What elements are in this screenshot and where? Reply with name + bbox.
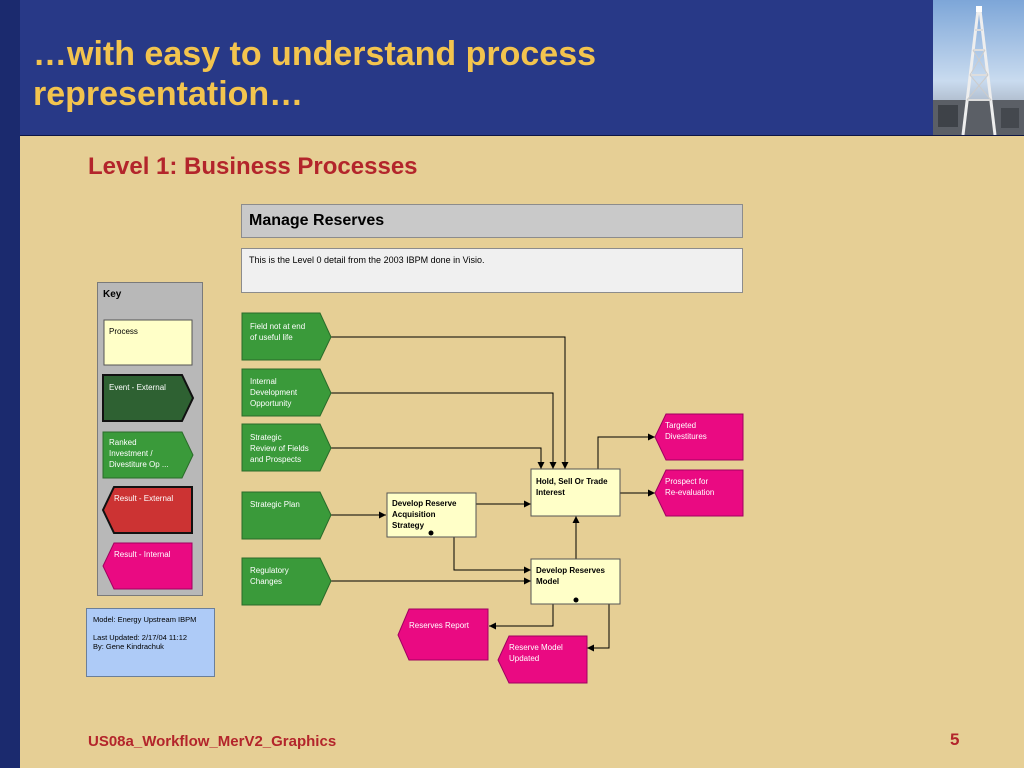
result-reserve-model-updated xyxy=(497,635,588,684)
key-process-shape xyxy=(103,319,193,366)
key-ranked-investment-shape xyxy=(102,431,194,479)
model-last-updated: Last Updated: 2/17/04 11:12 xyxy=(93,633,188,642)
key-process-label: Process xyxy=(109,327,138,336)
key-result-internal-label: Result - Internal xyxy=(114,550,171,559)
result-targeted-divestitures xyxy=(654,413,744,461)
process-develop-reserves-model xyxy=(530,558,621,605)
process-develop-reserve-acquisition xyxy=(386,492,477,538)
event-strategic-plan-label: Strategic Plan xyxy=(250,500,300,509)
event-field-not-at-end-label: Field not at end of useful life xyxy=(250,322,307,342)
process-hold-sell-trade xyxy=(530,468,621,517)
event-strategic-review xyxy=(241,423,332,472)
diagram-description: This is the Level 0 detail from the 2003… xyxy=(249,255,485,265)
event-strategic-review-label: Strategic Review of Fields and Prospects xyxy=(250,433,311,464)
key-result-external-label: Result - External xyxy=(114,494,173,503)
result-prospect-reevaluation-label: Prospect for Re-evaluation xyxy=(665,477,714,497)
key-title: Key xyxy=(103,289,122,300)
process-develop-reserve-acquisition-label: Develop Reserve Acquisition Strategy xyxy=(392,499,459,530)
key-ranked-investment-label: Ranked Investment / Divestiture Op ... xyxy=(109,438,169,469)
result-reserves-report-label: Reserves Report xyxy=(409,621,470,630)
section-subtitle: Level 1: Business Processes xyxy=(88,153,418,180)
drilling-rig-photo xyxy=(933,0,1024,135)
key-result-internal-shape xyxy=(102,542,193,590)
page-number: 5 xyxy=(950,730,960,749)
event-strategic-plan xyxy=(241,491,332,540)
model-info-box: Model: Energy Upstream IBPM Last Updated… xyxy=(86,608,215,677)
key-event-external-label: Event - External xyxy=(109,383,166,392)
result-prospect-reevaluation xyxy=(654,469,744,517)
diagram-description-box: This is the Level 0 detail from the 2003… xyxy=(241,248,743,293)
event-regulatory-changes xyxy=(241,557,332,606)
diagram-title: Manage Reserves xyxy=(249,212,385,229)
slide-title: …with easy to understand process represe… xyxy=(33,35,597,113)
model-author: By: Gene Kindrachuk xyxy=(93,642,164,651)
event-regulatory-changes-label: Regulatory Changes xyxy=(250,566,291,586)
event-internal-development-label: Internal Development Opportunity xyxy=(250,377,299,408)
process-hold-sell-trade-label: Hold, Sell Or Trade Interest xyxy=(536,477,610,497)
footer-filename: US08a_Workflow_MerV2_Graphics xyxy=(88,733,337,750)
diagram-title-box: Manage Reserves xyxy=(241,204,743,238)
left-accent-bar xyxy=(0,0,20,768)
event-field-not-at-end xyxy=(241,312,332,361)
event-internal-development xyxy=(241,368,332,417)
key-event-external-shape xyxy=(102,374,195,422)
result-reserve-model-updated-label: Reserve Model Updated xyxy=(509,643,565,663)
slide-header xyxy=(20,0,1024,136)
model-name: Model: Energy Upstream IBPM xyxy=(93,615,197,624)
process-develop-reserves-model-label: Develop Reserves Model xyxy=(536,566,607,586)
result-targeted-divestitures-label: Targeted Divestitures xyxy=(665,421,707,441)
result-reserves-report xyxy=(397,608,489,661)
key-result-external-shape xyxy=(101,486,193,534)
